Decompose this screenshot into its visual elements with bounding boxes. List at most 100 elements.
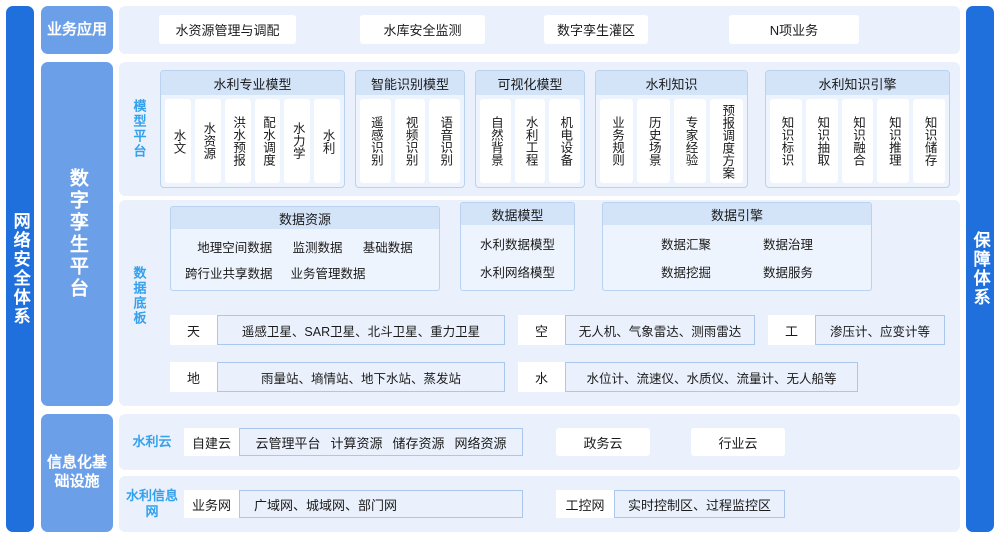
model-chip[interactable]: 机电设备 [549, 99, 581, 183]
cloud-industry[interactable]: 行业云 [691, 428, 785, 456]
data-row: 水利数据模型 [461, 234, 574, 253]
network-control-row: 工控网 实时控制区、过程监控区 [556, 490, 785, 518]
business-app-1[interactable]: 水资源管理与调配 [159, 15, 296, 44]
sensor-key-kong: 空 [518, 315, 565, 345]
model-group-hydraulic-knowledge: 水利知识 业务规则 历史场景 专家经验 预报调度方案 [595, 70, 748, 188]
data-group-2-body: 水利数据模型 水利网络模型 [461, 225, 574, 290]
data-cell[interactable]: 监测数据 [292, 240, 343, 255]
data-cell[interactable]: 地理空间数据 [197, 240, 273, 255]
model-group-3-title: 可视化模型 [476, 71, 584, 95]
cloud-resources[interactable]: 云管理平台 计算资源 储存资源 网络资源 [239, 428, 523, 456]
model-chip[interactable]: 知识储存 [913, 99, 945, 183]
infrastructure-label-text: 信息化基础设施 [46, 454, 107, 490]
model-chip[interactable]: 历史场景 [636, 99, 670, 183]
cloud-resource-item: 云管理平台 [255, 435, 321, 451]
cloud-key-self-built: 自建云 [184, 428, 239, 456]
sensor-value-di[interactable]: 雨量站、墒情站、地下水站、蒸发站 [217, 362, 505, 392]
data-cell[interactable]: 基础数据 [362, 240, 413, 255]
model-chip[interactable]: 自然背景 [480, 99, 511, 183]
sensor-value-gong[interactable]: 渗压计、应变计等 [815, 315, 945, 345]
sensor-key-gong: 工 [768, 315, 815, 345]
model-chip[interactable]: 知识标识 [770, 99, 802, 183]
model-group-hydraulic-professional: 水利专业模型 水文 水资源 洪水预报 配水调度 水力学 水利 [160, 70, 345, 188]
model-chip[interactable]: 水力学 [284, 99, 311, 183]
model-group-1-items: 水文 水资源 洪水预报 配水调度 水力学 水利 [165, 99, 340, 183]
model-group-2-title: 智能识别模型 [356, 71, 464, 95]
sensor-value-shui[interactable]: 水位计、流速仪、水质仪、流量计、无人船等 [565, 362, 858, 392]
data-row: 跨行业共享数据 业务管理数据 [171, 263, 439, 282]
model-chip[interactable]: 预报调度方案 [710, 99, 743, 183]
model-chip[interactable]: 水利工程 [514, 99, 546, 183]
sidebar-support-system: 保障体系 [966, 6, 994, 532]
sensor-row-ground: 地 雨量站、墒情站、地下水站、蒸发站 [170, 362, 505, 392]
sensor-key-di: 地 [170, 362, 217, 392]
network-business-row: 业务网 广域网、城域网、部门网 [184, 490, 523, 518]
data-group-1-body: 地理空间数据 监测数据 基础数据 跨行业共享数据 业务管理数据 [171, 229, 439, 290]
sensor-value-tian[interactable]: 遥感卫星、SAR卫星、北斗卫星、重力卫星 [217, 315, 505, 345]
data-cell[interactable]: 数据汇聚 [660, 238, 711, 252]
model-group-4-title: 水利知识 [596, 71, 747, 95]
network-label-text: 水利信息网 [126, 488, 179, 519]
model-chip[interactable]: 水利 [314, 99, 340, 183]
business-app-3[interactable]: 数字孪生灌区 [544, 15, 648, 44]
business-app-3-label: 数字孪生灌区 [556, 23, 635, 38]
model-chip[interactable]: 业务规则 [600, 99, 633, 183]
sidebar-left-label: 网络安全体系 [10, 212, 30, 326]
cloud-label: 水利云 [128, 430, 176, 454]
network-control-value[interactable]: 实时控制区、过程监控区 [614, 490, 785, 518]
data-cell[interactable]: 水利数据模型 [479, 238, 555, 252]
network-label: 水利信息网 [126, 486, 178, 522]
layer-label-infrastructure: 信息化基础设施 [41, 414, 113, 532]
data-cell[interactable]: 数据挖掘 [660, 266, 711, 280]
model-chip[interactable]: 遥感识别 [360, 99, 391, 183]
model-chip[interactable]: 知识推理 [877, 99, 910, 183]
data-cell[interactable]: 跨行业共享数据 [185, 267, 273, 282]
network-key-control: 工控网 [556, 490, 614, 518]
sensor-row-air: 空 无人机、气象雷达、测雨雷达 [518, 315, 755, 345]
sensor-value-kong[interactable]: 无人机、气象雷达、测雨雷达 [565, 315, 755, 345]
business-app-1-label: 水资源管理与调配 [175, 23, 280, 38]
model-chip[interactable]: 水文 [165, 99, 191, 183]
model-platform-label-text: 模型平台 [131, 99, 147, 159]
model-group-4-items: 业务规则 历史场景 专家经验 预报调度方案 [600, 99, 743, 183]
data-group-engine: 数据引擎 数据汇聚 数据治理 数据挖掘 数据服务 [602, 202, 872, 291]
model-platform-label: 模型平台 [124, 85, 152, 173]
model-chip[interactable]: 视频识别 [394, 99, 426, 183]
sensor-row-water: 水 水位计、流速仪、水质仪、流量计、无人船等 [518, 362, 858, 392]
business-app-2[interactable]: 水库安全监测 [360, 15, 485, 44]
cloud-resource-item: 储存资源 [392, 435, 445, 451]
model-chip[interactable]: 知识融合 [841, 99, 874, 183]
model-group-visualization: 可视化模型 自然背景 水利工程 机电设备 [475, 70, 585, 188]
model-chip[interactable]: 洪水预报 [224, 99, 251, 183]
cloud-government[interactable]: 政务云 [556, 428, 650, 456]
sidebar-right-label: 保障体系 [970, 231, 990, 307]
cloud-resource-item: 计算资源 [330, 435, 383, 451]
cloud-label-text: 水利云 [132, 434, 172, 450]
model-group-5-title: 水利知识引擎 [766, 71, 949, 95]
data-cell[interactable]: 数据服务 [762, 266, 813, 280]
sensor-key-tian: 天 [170, 315, 217, 345]
twin-platform-label-text: 数字孪生平台 [66, 168, 88, 300]
data-row: 数据挖掘 数据服务 [603, 262, 871, 281]
model-group-intelligent-recognition: 智能识别模型 遥感识别 视频识别 语音识别 [355, 70, 465, 188]
layer-label-digital-twin-platform: 数字孪生平台 [41, 62, 113, 406]
model-group-1-title: 水利专业模型 [161, 71, 344, 95]
cloud-resource-item: 网络资源 [454, 435, 507, 451]
data-cell[interactable]: 水利网络模型 [479, 266, 555, 280]
model-chip[interactable]: 专家经验 [673, 99, 707, 183]
sidebar-network-security: 网络安全体系 [6, 6, 34, 532]
model-chip[interactable]: 水资源 [194, 99, 221, 183]
network-business-value[interactable]: 广域网、城域网、部门网 [239, 490, 523, 518]
model-chip[interactable]: 知识抽取 [805, 99, 838, 183]
model-chip[interactable]: 配水调度 [254, 99, 281, 183]
cloud-industry-label: 行业云 [718, 435, 758, 451]
model-chip[interactable]: 语音识别 [429, 99, 461, 183]
business-app-4-label: N项业务 [769, 23, 819, 38]
data-row: 地理空间数据 监测数据 基础数据 [171, 237, 439, 256]
sensor-row-sky: 天 遥感卫星、SAR卫星、北斗卫星、重力卫星 [170, 315, 505, 345]
data-cell[interactable]: 数据治理 [762, 238, 813, 252]
data-group-2-title: 数据模型 [461, 203, 574, 225]
business-app-4[interactable]: N项业务 [729, 15, 859, 44]
cloud-government-label: 政务云 [583, 435, 623, 451]
data-cell[interactable]: 业务管理数据 [290, 267, 366, 282]
